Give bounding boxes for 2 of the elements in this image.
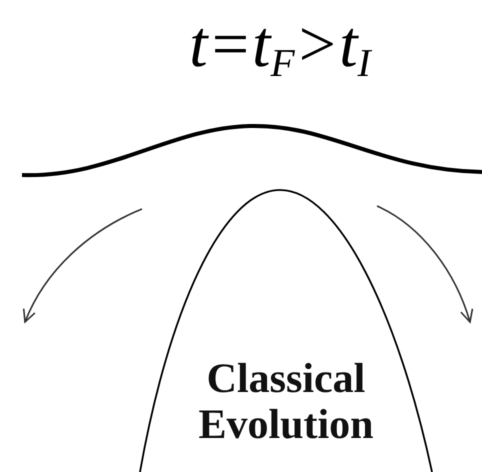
formula-title: t=t$_{F}$>t$_{I}$ <box>188 7 374 87</box>
curve-label: Classical Evolution <box>197 356 375 448</box>
